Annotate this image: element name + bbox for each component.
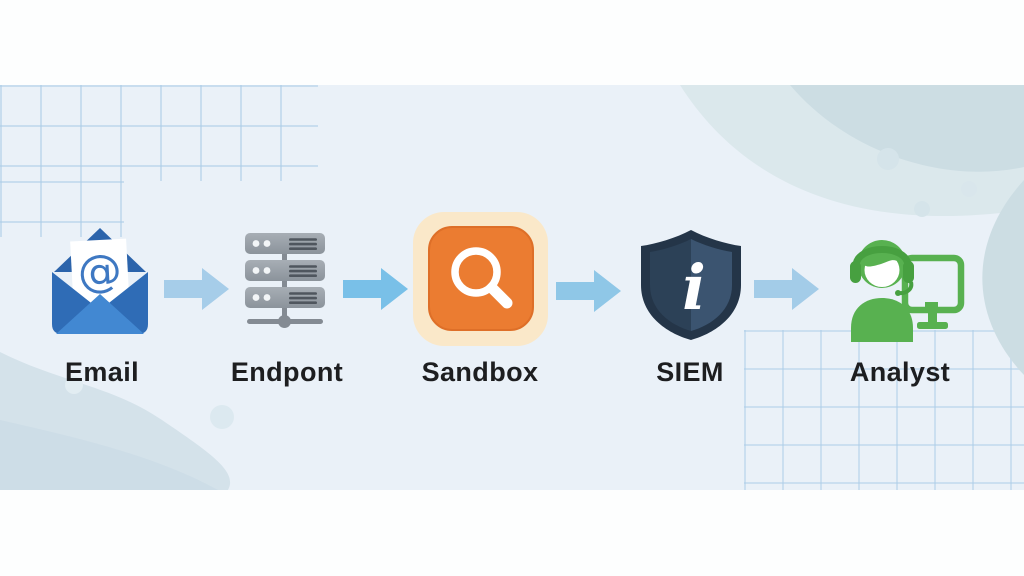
shield-info-icon: i [641,230,741,340]
decor-dot [65,376,83,394]
arrow-right-icon [164,268,229,310]
node-label-analyst: Analyst [849,357,951,387]
at-glyph: @ [76,245,123,298]
decor-dot [877,148,899,170]
node-label-endpoint: Endpont [230,357,344,387]
person-with-headset [850,240,914,342]
node-label-email: Email [64,357,140,387]
grid-pattern-top-left-step [0,181,124,237]
grid-pattern-top-left [0,85,318,181]
node-label-sandbox: Sandbox [421,357,539,387]
decor-dot [210,405,234,429]
grid-pattern-bottom-right [744,330,1024,490]
decor-dot [914,201,930,217]
email-envelope-icon: @ [52,228,148,334]
arrow-right-icon [343,268,408,310]
monitor-icon [901,254,965,329]
magnifier-icon [413,212,548,346]
arrow-right-icon [754,268,819,310]
server-stack-icon [245,233,325,328]
arrow-right-icon [556,270,621,312]
info-glyph: i [682,251,706,324]
analyst-headset-icon [850,240,965,342]
decor-dot [961,181,977,197]
decorative-wave-bottom-left [0,352,234,490]
node-label-siem: SIEM [656,357,724,387]
decorative-wave-top-right [680,85,1024,375]
